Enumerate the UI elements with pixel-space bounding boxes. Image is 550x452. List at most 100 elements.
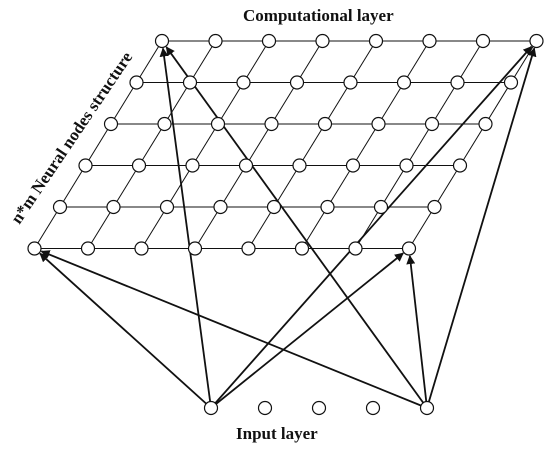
grid-edge-diagonal <box>378 82 405 125</box>
connection-arrow <box>406 255 428 409</box>
grid-edge-diagonal <box>403 40 430 83</box>
grid-edge-diagonal <box>406 123 433 166</box>
grid-edge-diagonal <box>296 40 323 83</box>
grid-edge-diagonal <box>87 206 114 249</box>
computational-node <box>182 75 198 90</box>
connection-arrow <box>210 252 404 409</box>
computational-node <box>401 241 417 256</box>
computational-node <box>348 241 363 256</box>
connection-arrow <box>426 47 537 409</box>
grid-edge-diagonal <box>510 40 537 83</box>
connection-arrow <box>40 250 428 409</box>
computational-node <box>185 158 200 173</box>
computational-node <box>129 75 144 90</box>
computational-node <box>422 33 437 49</box>
grid-edge-diagonal <box>350 40 377 83</box>
grid-nodes <box>27 33 544 256</box>
computational-node <box>343 75 358 90</box>
computational-node <box>52 199 68 215</box>
computational-node <box>208 33 223 49</box>
grid-edge-diagonal <box>273 165 300 208</box>
computational-node <box>368 33 384 49</box>
computational-node <box>159 199 175 215</box>
computational-node <box>317 116 333 132</box>
grid-edge-diagonal <box>243 40 270 83</box>
input-layer-title: Input layer <box>236 424 318 443</box>
computational-node <box>289 75 305 90</box>
computational-node <box>371 116 386 132</box>
computational-node <box>157 116 172 132</box>
grid-edges <box>34 40 537 249</box>
computational-node <box>264 116 279 132</box>
grid-edge-diagonal <box>459 123 486 166</box>
computational-node <box>78 158 93 173</box>
computational-node <box>134 241 149 256</box>
grid-edge-diagonal <box>327 165 354 208</box>
grid-edge-diagonal <box>299 123 326 166</box>
computational-node <box>450 75 465 90</box>
computational-node <box>320 199 335 215</box>
grid-edge-diagonal <box>301 206 328 249</box>
grid-edge-diagonal <box>113 165 140 208</box>
grid-edge-diagonal <box>85 123 112 166</box>
computational-node <box>266 199 282 215</box>
input-node <box>203 400 219 416</box>
grid-edge-diagonal <box>457 40 484 83</box>
input-nodes <box>203 400 435 416</box>
computational-node <box>131 158 147 173</box>
grid-edge-diagonal <box>380 165 407 208</box>
input-node <box>257 400 273 416</box>
computational-node <box>399 158 414 173</box>
computational-node <box>452 158 468 173</box>
grid-edge-diagonal <box>110 82 137 125</box>
computational-node <box>475 33 491 49</box>
input-node <box>419 400 435 416</box>
grid-edge-diagonal <box>192 123 219 166</box>
computational-node <box>154 33 170 49</box>
computational-node <box>80 241 96 256</box>
grid-edge-diagonal <box>245 123 272 166</box>
grid-edge-diagonal <box>431 82 458 125</box>
computational-node <box>373 199 389 215</box>
grid-edge-diagonal <box>434 165 461 208</box>
computational-node <box>424 116 440 132</box>
computational-node <box>345 158 361 173</box>
computational-node <box>396 75 412 90</box>
grid-edge-diagonal <box>352 123 379 166</box>
grid-edge-diagonal <box>248 206 275 249</box>
connection-arrow <box>210 45 533 409</box>
input-node <box>311 400 327 416</box>
connection-arrows <box>39 45 537 409</box>
grid-edge-diagonal <box>408 206 435 249</box>
computational-layer-title: Computational layer <box>243 6 394 25</box>
grid-edge-diagonal <box>138 123 165 166</box>
connection-arrow <box>159 47 212 409</box>
grid-edge-diagonal <box>166 165 193 208</box>
computational-node <box>529 33 544 49</box>
grid-edge-diagonal <box>34 206 61 249</box>
computational-node <box>106 199 121 215</box>
grid-edge-diagonal <box>485 82 512 125</box>
computational-node <box>503 75 519 90</box>
grid-edge-diagonal <box>189 40 216 83</box>
grid-edge-diagonal <box>220 165 247 208</box>
grid-edge-diagonal <box>217 82 244 125</box>
computational-node <box>478 116 493 132</box>
grid-edge-diagonal <box>136 40 163 83</box>
computational-node <box>236 75 251 90</box>
computational-node <box>427 199 442 215</box>
grid-edge-diagonal <box>194 206 221 249</box>
input-node <box>365 400 381 416</box>
computational-node <box>315 33 330 49</box>
computational-node <box>103 116 119 132</box>
computational-node <box>261 33 277 49</box>
computational-node <box>294 241 310 256</box>
computational-node <box>210 116 226 132</box>
computational-node <box>241 241 256 256</box>
computational-node <box>27 241 42 256</box>
grid-edge-diagonal <box>271 82 298 125</box>
computational-node <box>238 158 254 173</box>
grid-edge-diagonal <box>164 82 191 125</box>
grid-edge-diagonal <box>324 82 351 125</box>
